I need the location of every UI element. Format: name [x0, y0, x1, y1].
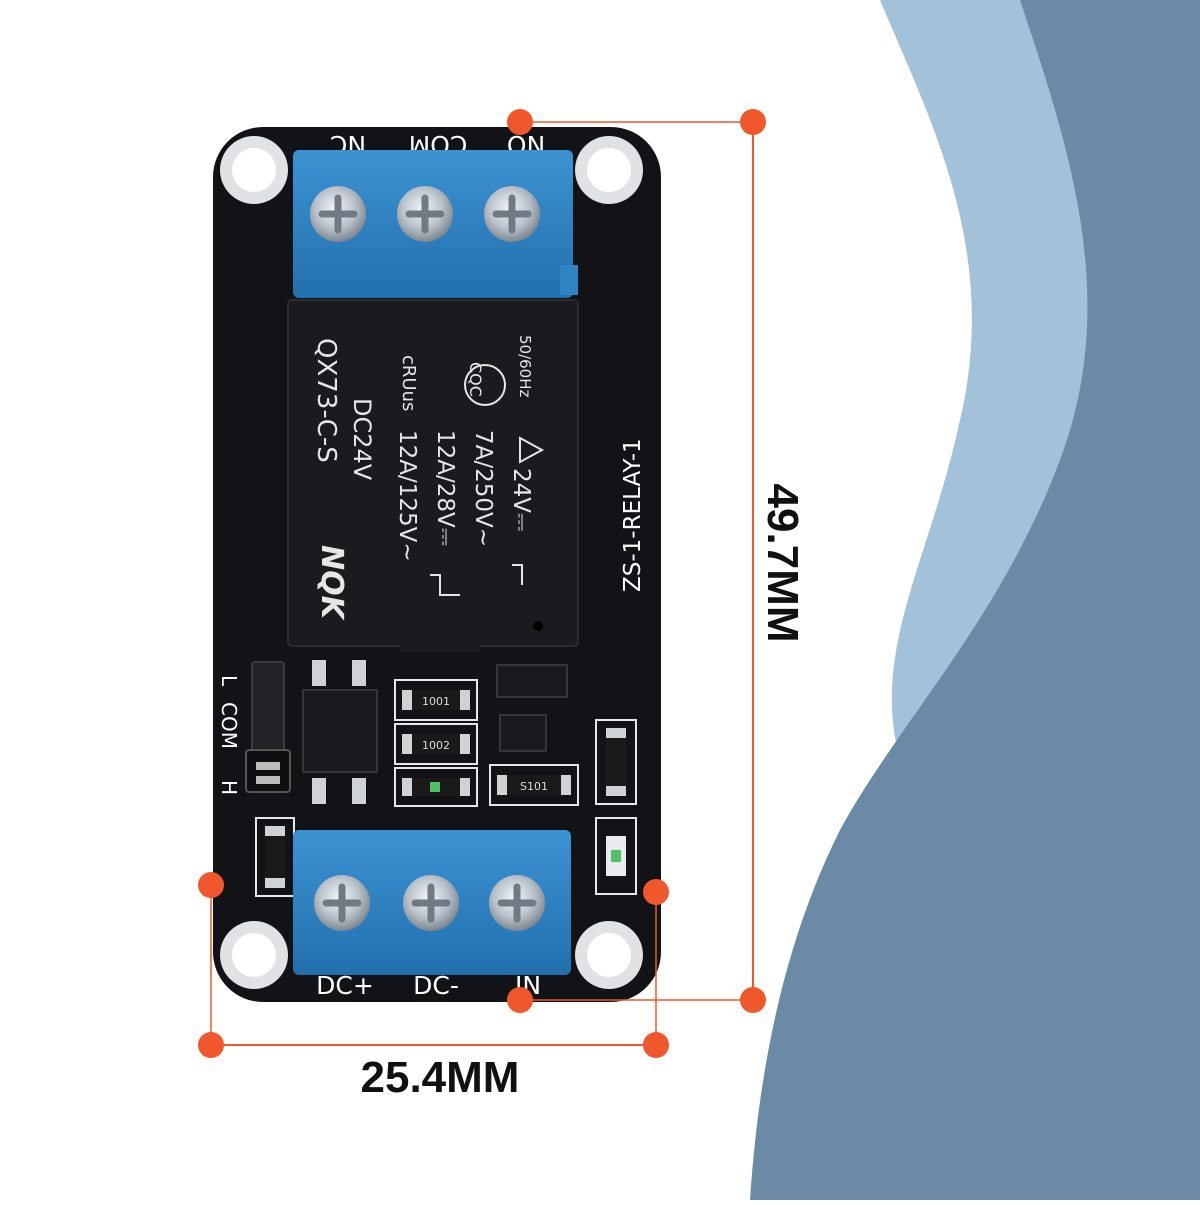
relay-module-board: NC COM NO [213, 127, 661, 1002]
jumper-label-h: H [217, 780, 241, 795]
background-wave-dark [750, 0, 1200, 1200]
smd-code-r2: 1002 [422, 739, 450, 752]
relay-rating-2: 12A/28V⎓ [432, 430, 458, 546]
height-dimension-label: 49.7MM [758, 484, 807, 643]
height-dimension: 49.7MM [507, 109, 807, 1013]
screw-icon [403, 875, 459, 931]
mounting-hole-top-right [575, 136, 643, 204]
dimension-marker [643, 879, 669, 905]
smd-components: 1001 1002 S101 [255, 679, 637, 897]
screw-icon [489, 875, 545, 931]
smd-code-r1: 1001 [422, 695, 450, 708]
relay-coil-voltage: DC24V [348, 398, 376, 481]
dimension-marker [507, 987, 533, 1013]
warning-triangle-icon [519, 436, 545, 464]
screw-icon [397, 186, 453, 242]
bottom-screw-terminal-block [293, 830, 571, 975]
transistor-chip [496, 664, 568, 752]
screw-icon [484, 186, 540, 242]
screw-icon [310, 186, 366, 242]
screw-icon [314, 875, 370, 931]
mounting-hole-bottom-left [220, 921, 288, 989]
board-model-label: ZS-1-RELAY-1 [620, 438, 646, 592]
relay-model: QX73-C-S [311, 338, 341, 463]
dimension-marker [507, 109, 533, 135]
width-dimension-label: 25.4MM [361, 1053, 520, 1102]
dimension-marker [643, 1032, 669, 1058]
relay-component: QX73-C-S DC24V NQK 12A/125V~ 12A/28V⎓ 7A… [287, 299, 579, 652]
relay-cert-hz: 50/60Hz [516, 335, 534, 398]
dimension-marker [198, 872, 224, 898]
jumper-label-l: L [217, 675, 241, 687]
optocoupler-chip [302, 660, 378, 804]
relay-rating-1: 12A/125V~ [394, 430, 420, 562]
width-dimension: 25.4MM [198, 872, 669, 1102]
mounting-hole-top-left [220, 136, 288, 204]
dimension-marker [740, 109, 766, 135]
relay-coil-symbol-icon [430, 564, 523, 596]
relay-cert-ul: cRUus [398, 355, 419, 411]
mode-jumper: L COM H [217, 661, 291, 795]
top-screw-terminal-block [293, 150, 578, 298]
dimension-marker [740, 987, 766, 1013]
dimension-marker [198, 1032, 224, 1058]
smd-code-r3: S101 [520, 780, 548, 793]
jumper-label-com: COM [217, 702, 241, 749]
mounting-hole-bottom-right [575, 921, 643, 989]
relay-rating-3: 7A/250V~ [470, 430, 496, 547]
terminal-label-dc-plus: DC+ [316, 971, 374, 1000]
relay-brand: NQK [314, 545, 349, 622]
terminal-label-dc-minus: DC- [413, 971, 459, 1000]
relay-rating-4: 24V⎓ [508, 468, 534, 531]
